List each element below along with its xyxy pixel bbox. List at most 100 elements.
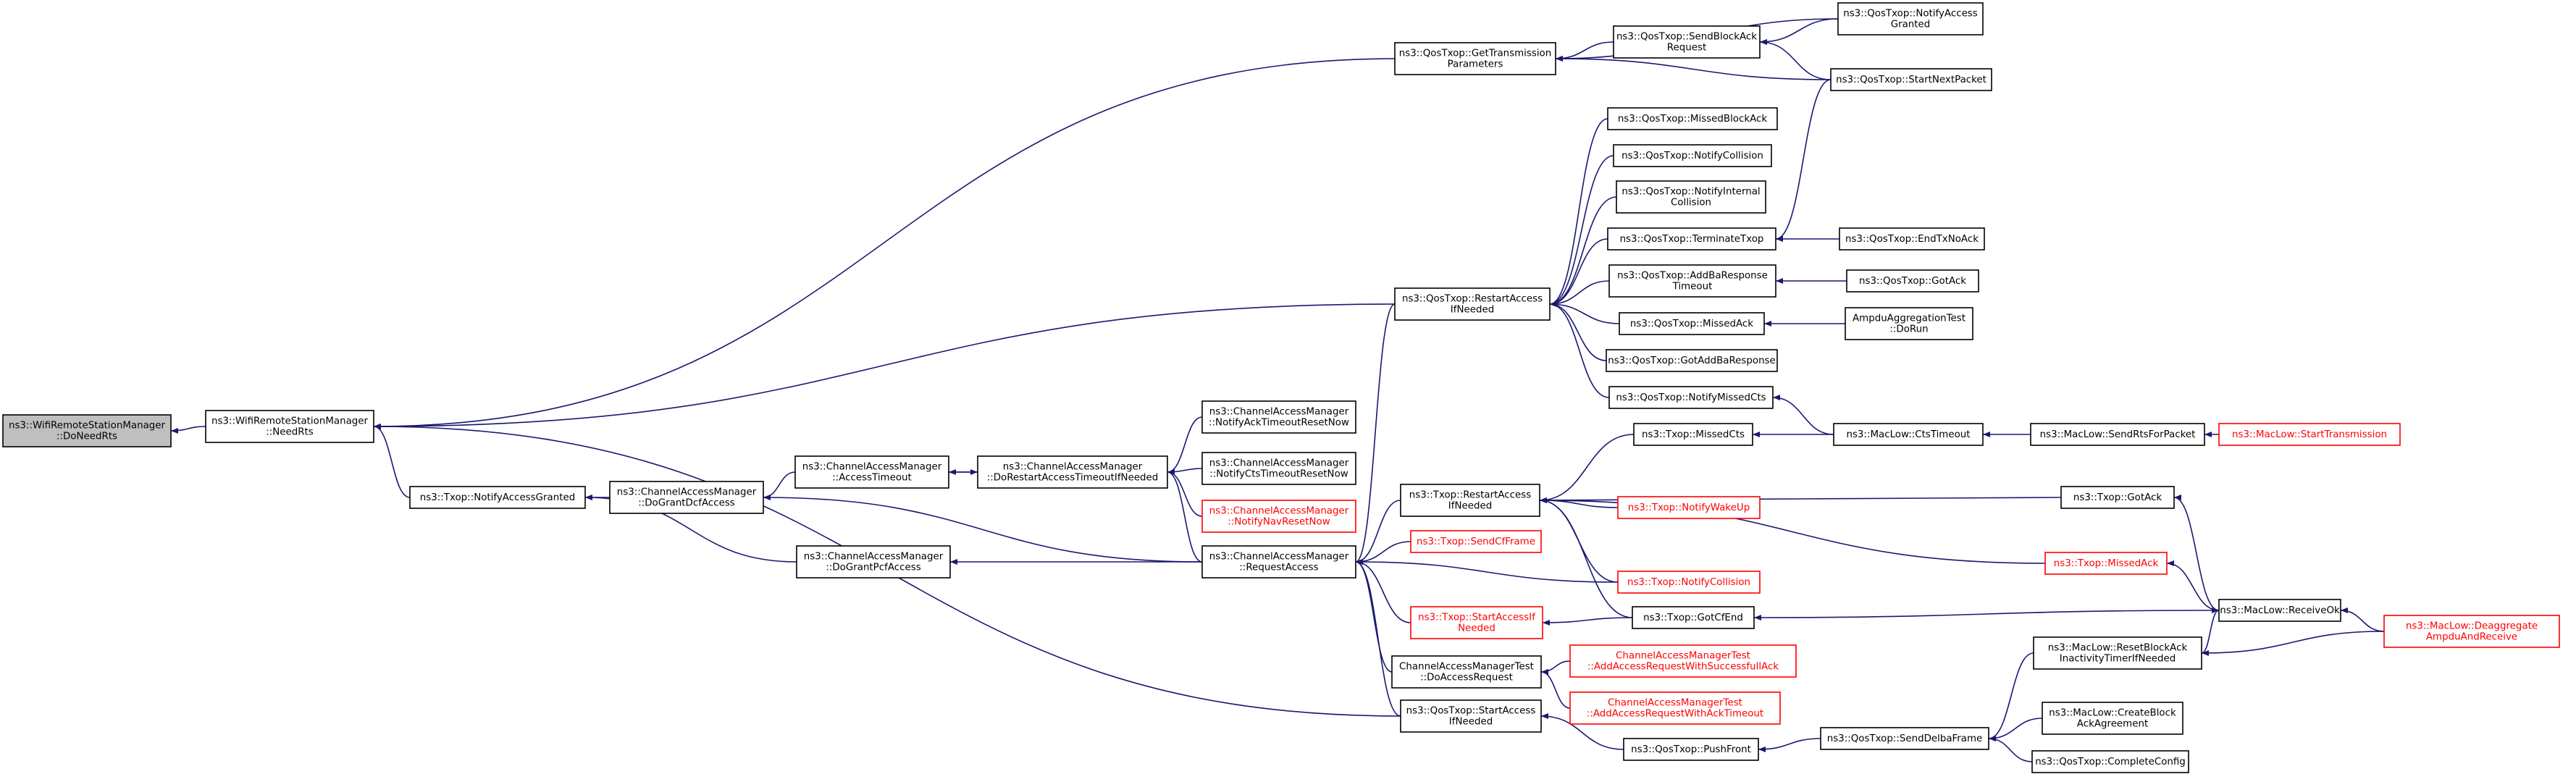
graph-node[interactable]: ns3::ChannelAccessManager::DoGrantDcfAcc… xyxy=(609,481,764,514)
node-box xyxy=(1410,606,1543,639)
graph-node[interactable]: ns3::ChannelAccessManager::NotifyAckTime… xyxy=(1201,400,1356,434)
node-label: ns3::MacLow::StartTransmission xyxy=(2232,429,2387,440)
graph-node[interactable]: ns3::QosTxop::SendDelbaFrame xyxy=(1820,727,1989,750)
graph-node[interactable]: ns3::QosTxop::GotAddBaResponse xyxy=(1606,349,1778,372)
graph-node[interactable]: ns3::MacLow::CtsTimeout xyxy=(1833,423,1984,446)
node-box xyxy=(2031,750,2189,773)
graph-node[interactable]: ns3::QosTxop::TerminateTxop xyxy=(1607,227,1776,251)
node-label: ns3::ChannelAccessManager xyxy=(617,487,757,498)
graph-node[interactable]: ns3::QosTxop::GotAck xyxy=(1846,269,1979,293)
node-label: ::DoGrantPcfAccess xyxy=(826,563,920,573)
graph-node[interactable]: ns3::QosTxop::EndTxNoAck xyxy=(1839,227,1985,251)
node-box xyxy=(1613,144,1772,167)
node-label: ns3::MacLow::ResetBlockAck xyxy=(2048,643,2188,654)
node-label: ns3::Txop::NotifyAccessGranted xyxy=(420,492,575,503)
node-box xyxy=(409,486,586,509)
node-label: ChannelAccessManagerTest xyxy=(1399,662,1534,673)
graph-node[interactable]: ns3::Txop::NotifyAccessGranted xyxy=(409,486,586,509)
graph-node[interactable]: ns3::Txop::NotifyCollision xyxy=(1617,571,1761,594)
call-edge xyxy=(1355,500,1401,565)
node-label: ChannelAccessManagerTest xyxy=(1608,698,1742,709)
node-label: Needed xyxy=(1458,623,1495,634)
node-label: ns3::QosTxop::StartNextPacket xyxy=(1836,75,1986,85)
graph-node[interactable]: ns3::QosTxop::MissedAck xyxy=(1619,312,1765,335)
graph-node[interactable]: ns3::WifiRemoteStationManager::DoNeedRts xyxy=(2,414,172,447)
node-label: ns3::ChannelAccessManager xyxy=(1209,458,1349,469)
graph-node[interactable]: ns3::ChannelAccessManager::AccessTimeout xyxy=(794,455,949,489)
node-box xyxy=(2060,486,2175,509)
node-box xyxy=(1632,606,1755,629)
node-box xyxy=(1846,269,1979,293)
graph-node[interactable]: ChannelAccessManagerTest::DoAccessReques… xyxy=(1391,655,1542,689)
node-box xyxy=(2218,423,2401,446)
graph-node[interactable]: ChannelAccessManagerTest::AddAccessReque… xyxy=(1569,691,1781,725)
node-label: ns3::QosTxop::RestartAccess xyxy=(1402,294,1543,305)
graph-node[interactable]: ns3::MacLow::StartTransmission xyxy=(2218,423,2401,446)
node-label: ::NotifyCtsTimeoutResetNow xyxy=(1209,469,1348,480)
graph-node[interactable]: ns3::ChannelAccessManager::RequestAccess xyxy=(1201,545,1356,579)
graph-node[interactable]: ns3::ChannelAccessManager::DoGrantPcfAcc… xyxy=(796,545,951,579)
graph-node[interactable]: ns3::MacLow::ReceiveOk xyxy=(2218,599,2341,622)
call-edge xyxy=(1549,118,1608,307)
graph-node[interactable]: ns3::Txop::MissedAck xyxy=(2044,552,2168,575)
graph-node[interactable]: ns3::QosTxop::NotifyMissedCts xyxy=(1608,386,1774,409)
graph-node[interactable]: ns3::QosTxop::CompleteConfig xyxy=(2031,750,2189,773)
graph-node[interactable]: ns3::Txop::SendCfFrame xyxy=(1410,530,1542,553)
graph-node[interactable]: ns3::Txop::MissedCts xyxy=(1633,423,1753,446)
graph-node[interactable]: ns3::Txop::GotAck xyxy=(2060,486,2175,509)
graph-node[interactable]: ns3::QosTxop::NotifyCollision xyxy=(1613,144,1772,167)
node-label: ns3::WifiRemoteStationManager xyxy=(211,416,369,427)
node-label: Request xyxy=(1667,43,1706,54)
call-edge xyxy=(1753,610,2220,621)
call-edge xyxy=(1549,301,1610,398)
graph-node[interactable]: ns3::MacLow::ResetBlockAckInactivityTime… xyxy=(2033,636,2202,670)
graph-node[interactable]: ns3::MacLow::SendRtsForPacket xyxy=(2030,423,2205,446)
call-edge xyxy=(1355,559,1619,583)
graph-node[interactable]: ns3::QosTxop::MissedBlockAck xyxy=(1607,107,1778,130)
node-box xyxy=(1201,500,1356,533)
node-label: ::DoAccessRequest xyxy=(1420,673,1513,683)
node-label: ns3::ChannelAccessManager xyxy=(1003,462,1143,473)
node-box xyxy=(1607,227,1776,251)
node-label: ::DoRestartAccessTimeoutIfNeeded xyxy=(987,473,1159,484)
node-label: ns3::QosTxop::NotifyMissedCts xyxy=(1616,392,1766,403)
node-label: ns3::QosTxop::MissedAck xyxy=(1630,319,1753,329)
graph-node[interactable]: ns3::ChannelAccessManager::DoRestartAcce… xyxy=(977,455,1168,489)
call-edge xyxy=(2340,607,2385,632)
call-edge xyxy=(1549,301,1607,361)
node-label: ns3::Txop::MissedAck xyxy=(2054,558,2159,569)
call-edge xyxy=(1549,301,1620,324)
graph-node[interactable]: ns3::QosTxop::StartNextPacket xyxy=(1830,68,1992,91)
node-label: IfNeeded xyxy=(1449,717,1493,728)
graph-node[interactable]: ns3::Txop::NotifyWakeUp xyxy=(1617,496,1761,519)
graph-node[interactable]: ns3::WifiRemoteStationManager::NeedRts xyxy=(205,410,374,443)
graph-node[interactable]: ns3::Txop::GotCfEnd xyxy=(1632,606,1755,629)
node-label: ns3::Txop::RestartAccess xyxy=(1409,490,1531,501)
node-box xyxy=(205,410,374,443)
node-label: ns3::Txop::GotAck xyxy=(2073,492,2162,503)
node-label: ns3::QosTxop::NotifyAccess xyxy=(1843,9,1978,20)
graph-node[interactable]: AmpduAggregationTest::DoRun xyxy=(1845,307,1973,340)
node-label: ChannelAccessManagerTest xyxy=(1616,651,1750,662)
graph-node[interactable]: ns3::ChannelAccessManager::NotifyCtsTime… xyxy=(1201,452,1356,485)
graph-node[interactable]: ns3::QosTxop::PushFront xyxy=(1623,738,1759,761)
graph-node[interactable]: ChannelAccessManagerTest::AddAccessReque… xyxy=(1569,644,1797,678)
node-box xyxy=(794,455,949,489)
call-edge xyxy=(1988,718,2043,741)
graph-node[interactable]: ns3::ChannelAccessManager::NotifyNavRese… xyxy=(1201,500,1356,533)
call-edge xyxy=(1759,39,1832,80)
node-label: ns3::ChannelAccessManager xyxy=(804,552,944,563)
call-edge xyxy=(763,495,1203,563)
graph-node[interactable]: ns3::QosTxop::NotifyAccessGranted xyxy=(1837,2,1984,35)
